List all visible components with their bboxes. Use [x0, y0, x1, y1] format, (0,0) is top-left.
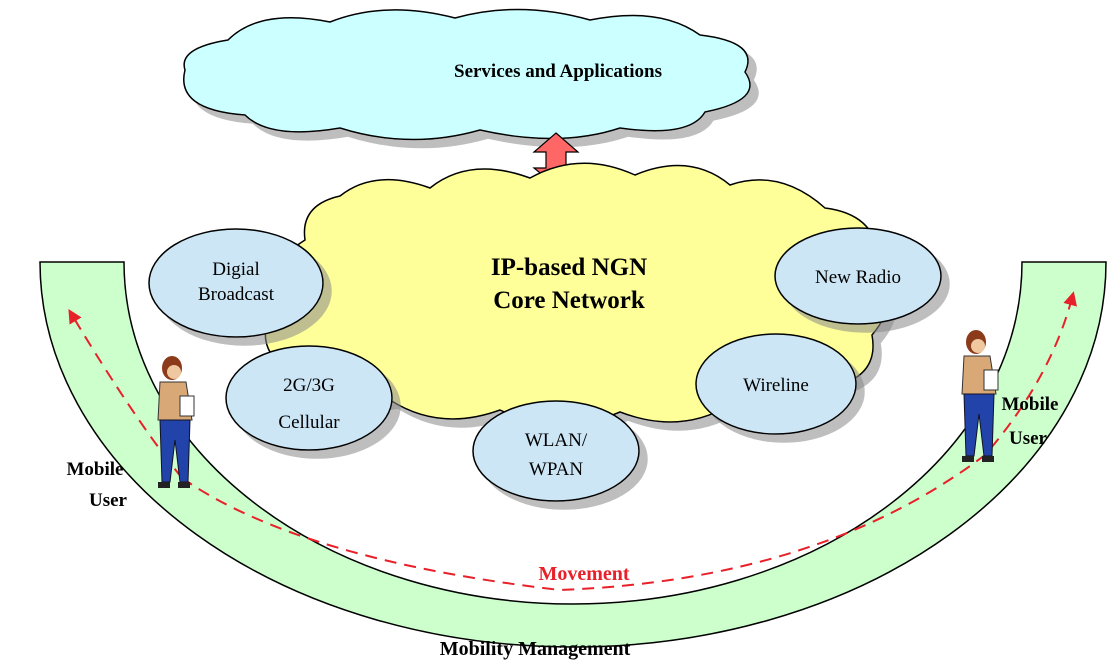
mobility-band — [39, 261, 1107, 648]
movement-path-bottom — [181, 291, 1077, 592]
access-cellular-line1: 2G/3G — [283, 375, 335, 396]
access-wireline-line1: Wireline — [743, 375, 809, 396]
services-cloud — [183, 8, 751, 141]
mobile-user-right-icon — [961, 330, 999, 462]
mobile-user-left-icon — [157, 356, 195, 488]
core-network-label-line2: Core Network — [493, 287, 645, 314]
movement-path — [68, 308, 183, 479]
mobile-user-right-line2: User — [1009, 428, 1048, 449]
access-new-radio-line1: New Radio — [815, 267, 901, 288]
movement-label: Movement — [538, 563, 629, 585]
services-label: Services and Applications — [454, 61, 662, 82]
mobile-user-left-line1: Mobile — [67, 459, 124, 480]
access-cellular-line2: Cellular — [278, 412, 340, 433]
access-cellular: 2G/3G Cellular — [225, 345, 393, 451]
access-digital-broadcast-line1: Digial — [212, 259, 260, 280]
core-network-label-line1: IP-based NGN — [491, 254, 647, 281]
mobile-user-right-line1: Mobile — [1002, 394, 1059, 415]
access-wlan: WLAN/ WPAN — [472, 400, 640, 502]
access-digital-broadcast-line2: Broadcast — [198, 284, 275, 305]
mobile-user-left-line2: User — [89, 490, 128, 511]
access-wlan-line2: WPAN — [529, 459, 583, 480]
access-wireline: Wireline — [695, 333, 857, 435]
access-wlan-line1: WLAN/ — [525, 430, 588, 451]
access-new-radio: New Radio — [774, 227, 942, 325]
access-digital-broadcast: Digial Broadcast — [148, 228, 324, 338]
mobility-management-label: Mobility Management — [440, 638, 631, 660]
